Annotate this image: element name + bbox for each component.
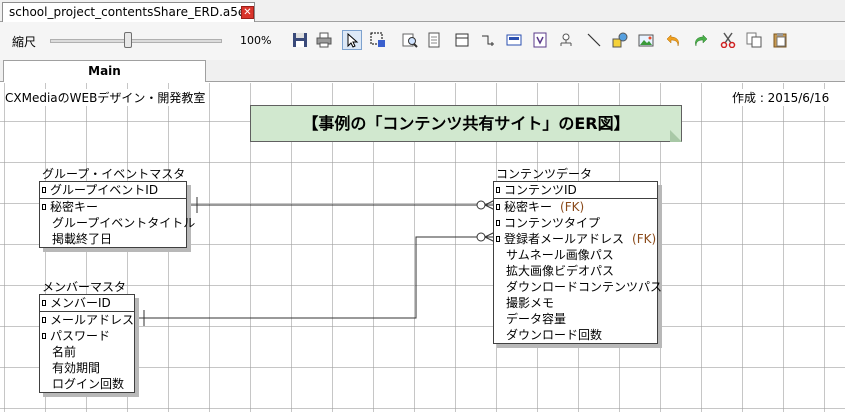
close-icon[interactable]: ✕ <box>241 6 254 19</box>
attribute[interactable]: 拡大画像ビデオパス <box>506 264 615 278</box>
attribute[interactable]: メールアドレス <box>40 312 134 328</box>
key-mark-icon <box>496 204 500 210</box>
attribute[interactable]: ログイン回数 <box>52 377 125 391</box>
attribute[interactable]: 登録者メールアドレス(FK) <box>494 231 657 247</box>
copy-icon[interactable] <box>744 30 764 50</box>
attribute[interactable]: コンテンツタイプ <box>494 215 657 231</box>
shape-icon[interactable] <box>610 30 630 50</box>
relation-zero-mark <box>476 232 486 242</box>
file-tab[interactable]: school_project_contentsShare_ERD.a5er * … <box>2 2 255 37</box>
save-icon[interactable] <box>290 30 310 50</box>
relation-member-content <box>136 236 477 319</box>
image-icon[interactable] <box>636 30 656 50</box>
entity-name-group: グループ・イベントマスタ <box>42 167 186 181</box>
key-mark-icon <box>42 300 46 306</box>
zoom-track <box>50 39 222 43</box>
entity-name-content: コンテンツデータ <box>496 167 593 181</box>
attribute[interactable]: メンバーID <box>40 295 134 311</box>
relation-zero-mark <box>476 200 486 210</box>
entity-content[interactable]: コンテンツID 秘密キー(FK) コンテンツタイプ 登録者メールアドレス(FK)… <box>493 181 663 344</box>
redo-icon[interactable] <box>690 30 710 50</box>
file-tab-bar: school_project_contentsShare_ERD.a5er * … <box>0 0 845 37</box>
key-mark-icon <box>496 220 500 226</box>
pk-section: グループイベントID <box>40 182 186 199</box>
attribute[interactable]: 名前 <box>52 345 77 359</box>
undo-icon[interactable] <box>664 30 684 50</box>
created-date-label: 作成 : 2015/6/16 <box>732 89 830 106</box>
cut-icon[interactable] <box>718 30 738 50</box>
key-mark-icon <box>496 236 500 242</box>
key-mark-icon <box>496 187 500 193</box>
page-icon[interactable] <box>424 30 444 50</box>
zoom-value: 100% <box>240 34 272 47</box>
attribute[interactable]: 秘密キー <box>40 199 186 215</box>
attribute[interactable]: 有効期間 <box>52 361 101 375</box>
attribute[interactable]: サムネール画像パス <box>506 248 614 262</box>
key-mark-icon <box>42 204 46 210</box>
sheet-tab-bar: Main <box>0 60 845 82</box>
comment-icon[interactable] <box>530 30 550 50</box>
attribute[interactable]: グループイベントタイトル <box>52 216 196 230</box>
attribute[interactable]: ダウンロード回数 <box>506 328 603 342</box>
attribute[interactable]: パスワード <box>40 328 134 344</box>
attribute[interactable]: 掲載終了日 <box>52 232 113 246</box>
toolbar: 縮尺 100% <box>0 22 845 60</box>
key-mark-icon <box>42 317 46 323</box>
attribute[interactable]: 撮影メモ <box>506 296 555 310</box>
attribute[interactable]: コンテンツID <box>494 182 657 198</box>
fk-label: (FK) <box>560 200 585 214</box>
view-icon[interactable] <box>504 30 524 50</box>
tab-main[interactable]: Main <box>3 60 206 82</box>
title-note[interactable]: 【事例の「コンテンツ共有サイト」のER図】 <box>250 105 682 142</box>
rect-select-icon[interactable] <box>368 30 388 50</box>
key-mark-icon <box>42 333 46 339</box>
entity-member[interactable]: メンバーID メールアドレス パスワード 名前 有効期間 ログイン回数 <box>39 294 135 393</box>
zoom-slider[interactable] <box>50 32 222 48</box>
pk-section: コンテンツID <box>494 182 657 199</box>
key-mark-icon <box>42 187 46 193</box>
line-icon[interactable] <box>584 30 604 50</box>
paste-icon[interactable] <box>770 30 790 50</box>
print-icon[interactable] <box>314 30 334 50</box>
tree-icon[interactable] <box>556 30 576 50</box>
entity-icon[interactable] <box>452 30 472 50</box>
fk-label: (FK) <box>632 232 657 246</box>
entity-group[interactable]: グループイベントID 秘密キー グループイベントタイトル 掲載終了日 <box>39 181 196 248</box>
zoom-find-icon[interactable] <box>400 30 420 50</box>
zoom-thumb[interactable] <box>124 32 132 48</box>
attribute[interactable]: 秘密キー(FK) <box>494 199 657 215</box>
org-label: CXMediaのWEBデザイン・開発教室 <box>5 89 206 106</box>
relation-icon[interactable] <box>478 30 498 50</box>
pk-section: メンバーID <box>40 295 134 312</box>
select-icon[interactable] <box>342 30 362 50</box>
attribute[interactable]: グループイベントID <box>40 182 186 198</box>
attribute[interactable]: ダウンロードコンテンツパス <box>506 280 663 294</box>
zoom-label: 縮尺 <box>12 35 37 49</box>
entity-name-member: メンバーマスタ <box>42 280 127 294</box>
attribute[interactable]: データ容量 <box>506 312 567 326</box>
